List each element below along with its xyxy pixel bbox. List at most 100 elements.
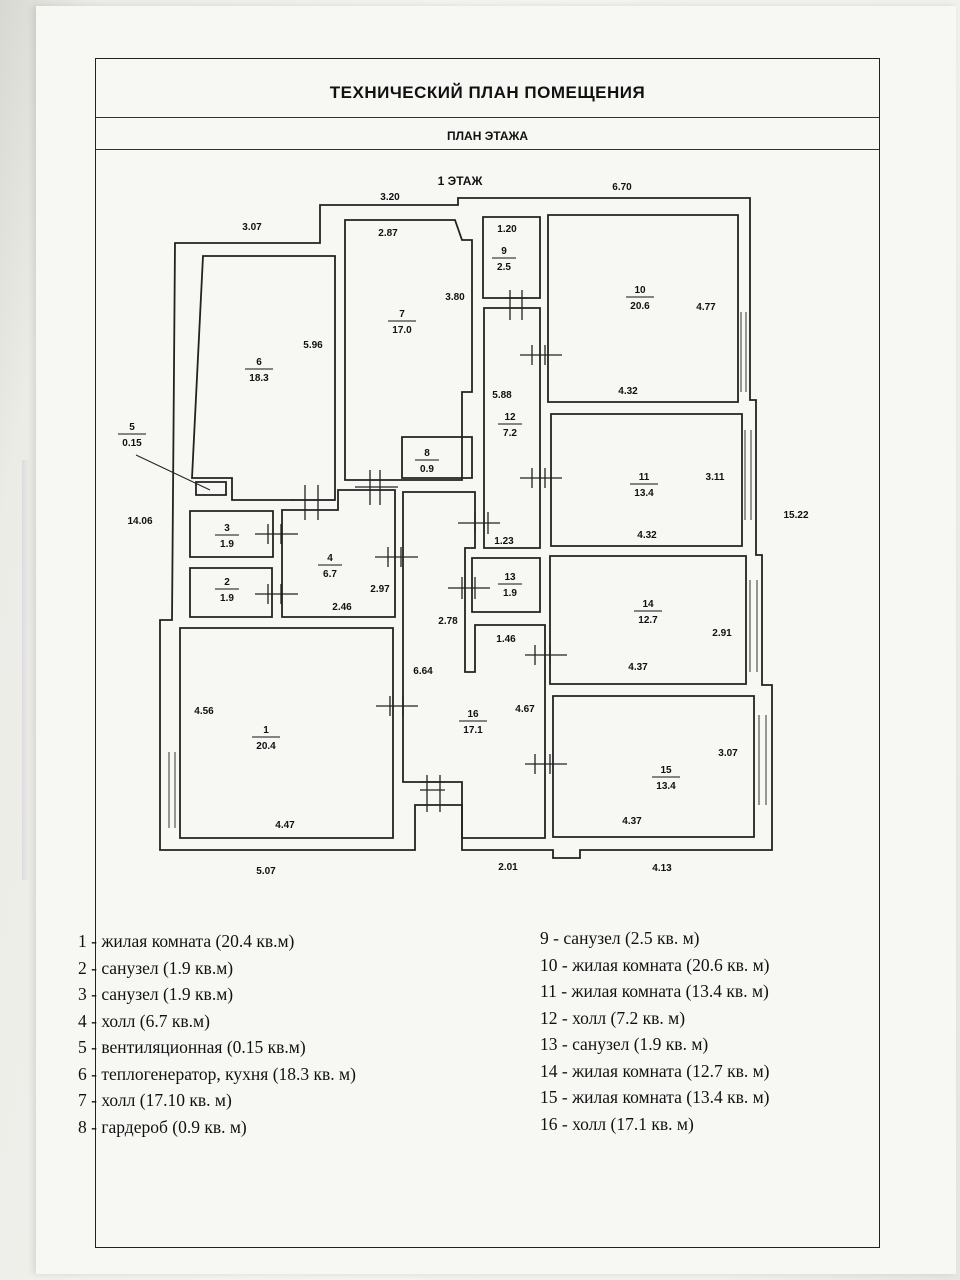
dimension-label: 4.47	[275, 820, 295, 831]
room-label-text: 5	[129, 422, 135, 433]
room-label-text: 7.2	[503, 428, 517, 439]
room-16-outline	[402, 491, 546, 839]
plan-walls	[159, 197, 773, 859]
dimension-label: 4.56	[194, 706, 214, 717]
room-label-3: 31.9	[215, 523, 239, 550]
room-11-outline	[550, 413, 743, 547]
dimension-label: 6.64	[413, 666, 433, 677]
room-15-outline	[552, 695, 755, 838]
room-label-text: 2.5	[497, 262, 511, 273]
dimension-label: 4.67	[515, 704, 535, 715]
room-label-6: 618.3	[245, 357, 273, 384]
room-label-5: 50.15	[118, 422, 146, 449]
dimension-label: 4.37	[628, 662, 648, 673]
room-5-outline	[195, 481, 227, 496]
dimension-label: 5.88	[492, 390, 512, 401]
dimension-label: 15.22	[783, 510, 808, 521]
dimension-label: 5.07	[256, 866, 276, 877]
room-label-7: 717.0	[388, 309, 416, 336]
legend-item: 3 - санузел (1.9 кв.м)	[78, 984, 234, 1004]
legend-item: 12 - холл (7.2 кв. м)	[540, 1007, 686, 1028]
legend-item: 5 - вентиляционная (0.15 кв.м)	[78, 1037, 306, 1057]
room-label-text: 10	[634, 285, 646, 296]
dimension-label: 5.96	[303, 340, 323, 351]
room-label-text: 16	[467, 709, 479, 720]
room-label-text: 2	[224, 577, 230, 588]
window-marks	[168, 312, 767, 828]
legend-item: 16 - холл (17.1 кв. м)	[540, 1113, 694, 1134]
room-label-1: 120.4	[252, 725, 280, 752]
subtitle-divider	[96, 149, 879, 150]
room-label-text: 0.9	[420, 464, 434, 475]
dimension-label: 2.97	[370, 584, 390, 595]
dimension-label: 3.80	[445, 292, 465, 303]
title-divider	[96, 117, 879, 118]
outer-wall-outline	[159, 197, 773, 859]
room-label-4: 46.7	[318, 553, 342, 580]
room-label-13: 131.9	[498, 572, 522, 599]
dimension-labels: 3.20 6.70 3.07 2.87 1.20 3.80 5.96 4.77 …	[127, 182, 808, 877]
room-label-text: 1.9	[220, 593, 234, 604]
dimension-label: 3.11	[706, 472, 725, 483]
room-14-outline	[549, 555, 747, 685]
legend-item: 6 - теплогенератор, кухня (18.3 кв. м)	[78, 1063, 356, 1084]
legend-item: 2 - санузел (1.9 кв.м)	[78, 957, 234, 978]
room-13-outline	[471, 557, 541, 613]
room-6-outline	[191, 255, 336, 501]
legend-left: 1 - жилая комната (20.4 кв.м) 2 - санузе…	[78, 928, 356, 1140]
legend-item: 11 - жилая комната (13.4 кв. м)	[540, 981, 769, 1001]
dimension-label: 4.32	[637, 530, 657, 541]
room-label-text: 13.4	[634, 488, 654, 499]
dimension-label: 3.07	[242, 222, 262, 233]
room-2-outline	[189, 567, 273, 618]
room-label-text: 12	[504, 412, 516, 423]
legend-item: 14 - жилая комната (12.7 кв. м)	[540, 1060, 770, 1081]
room-8-outline	[401, 436, 473, 479]
dimension-label: 3.20	[380, 192, 400, 203]
door-marks	[255, 290, 567, 812]
legend-item: 13 - санузел (1.9 кв. м)	[540, 1034, 709, 1054]
room-label-text: 1.9	[220, 539, 234, 550]
dimension-label: 1.23	[494, 536, 514, 547]
room-label-text: 4	[327, 553, 333, 564]
dimension-label: 14.06	[127, 516, 152, 527]
dimension-label: 2.78	[438, 616, 458, 627]
legend-item: 1 - жилая комната (20.4 кв.м)	[78, 931, 295, 951]
floor-label: 1 ЭТАЖ	[438, 174, 483, 188]
room-label-text: 3	[224, 523, 230, 534]
dimension-label: 1.46	[496, 634, 516, 645]
room-label-text: 9	[501, 246, 507, 257]
dimension-label: 4.77	[696, 302, 716, 313]
legend-item: 10 - жилая комната (20.6 кв. м)	[540, 954, 770, 975]
legend-item: 7 - холл (17.10 кв. м)	[78, 1090, 232, 1110]
room-label-text: 14	[642, 599, 654, 610]
room-labels: 120.4 21.9 31.9 46.7 50.15 618.3 717.0 8…	[118, 246, 680, 792]
legend-item: 15 - жилая комната (13.4 кв. м)	[540, 1087, 770, 1107]
room-label-text: 1	[263, 725, 269, 736]
room-label-text: 6	[256, 357, 262, 368]
document-title: ТЕХНИЧЕСКИЙ ПЛАН ПОМЕЩЕНИЯ	[329, 83, 646, 102]
room-label-text: 20.4	[256, 741, 276, 752]
dimension-label: 4.13	[652, 863, 672, 874]
dimension-label: 2.01	[498, 862, 518, 873]
room-label-text: 17.0	[392, 325, 412, 336]
room-label-2: 21.9	[215, 577, 239, 604]
room-label-9: 92.5	[492, 246, 516, 273]
room-label-text: 13	[504, 572, 516, 583]
room-7-outline	[344, 219, 473, 481]
dimension-label: 6.70	[612, 182, 632, 193]
legend-right: 9 - санузел (2.5 кв. м) 10 - жилая комна…	[540, 925, 770, 1137]
room-label-text: 15	[660, 765, 672, 776]
dimension-label: 3.07	[718, 748, 738, 759]
room-label-8: 80.9	[415, 448, 439, 475]
room-label-text: 18.3	[249, 373, 269, 384]
room-1-outline	[179, 627, 394, 839]
legend-item: 9 - санузел (2.5 кв. м)	[540, 928, 700, 948]
dimension-label: 1.20	[497, 224, 517, 235]
room-label-text: 0.15	[122, 438, 142, 449]
